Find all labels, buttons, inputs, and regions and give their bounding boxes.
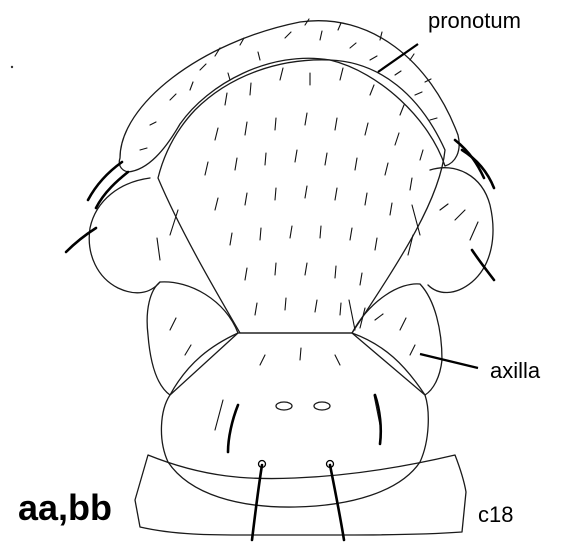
pronotum-leader-line [378, 44, 418, 72]
bristles-group [66, 140, 494, 540]
left-lateral-lobe [89, 178, 160, 293]
scutellar-pore-right [314, 402, 330, 410]
pronotum-shape [119, 21, 459, 172]
axilla-leader-line [420, 354, 478, 368]
axilla-label: axilla [490, 358, 541, 383]
speck-mark [11, 66, 13, 68]
left-axilla-shape [147, 282, 238, 395]
pronotum-label: pronotum [428, 8, 521, 33]
specimen-code-label: aa,bb [18, 487, 112, 528]
setae-group [140, 19, 478, 430]
right-lateral-lobe [428, 168, 493, 293]
scutellar-pore-left [276, 402, 292, 410]
scutellum-shape [161, 333, 428, 507]
c18-label: c18 [478, 502, 513, 527]
